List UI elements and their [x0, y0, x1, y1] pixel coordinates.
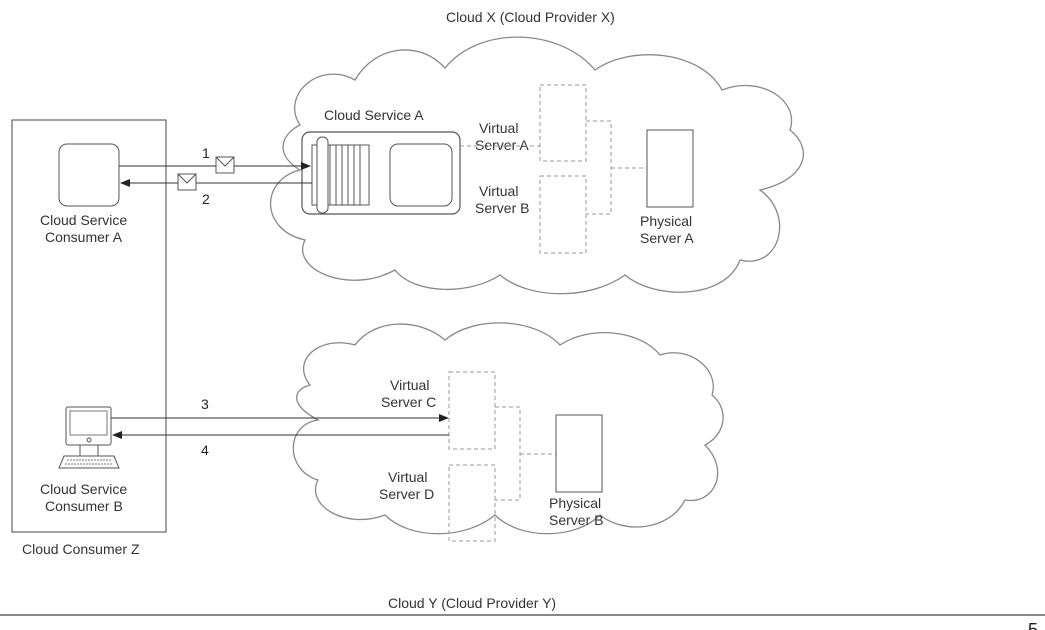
- vs-b-label-2: Server B: [475, 200, 529, 216]
- vs-d-label-2: Server D: [379, 486, 434, 502]
- message-icon-2: [177, 173, 197, 191]
- cloud-x-shape: [269, 36, 805, 295]
- virtual-server-d: [448, 464, 496, 542]
- message-icon-1: [215, 156, 235, 174]
- vs-a-label-2: Server A: [475, 137, 529, 153]
- arrow-label-1: 1: [202, 145, 210, 161]
- service-agent-icon: [311, 136, 370, 214]
- consumer-a-box: [58, 143, 120, 207]
- physical-server-b: [555, 414, 603, 493]
- consumer-a-label-1: Cloud Service: [40, 212, 127, 228]
- vs-d-label-1: Virtual: [388, 469, 427, 485]
- consumer-a-label-2: Consumer A: [45, 229, 123, 245]
- ps-a-label-1: Physical: [640, 213, 692, 229]
- computer-icon: [58, 406, 120, 469]
- vs-a-label-1: Virtual: [479, 120, 518, 136]
- vs-c-label-1: Virtual: [390, 377, 429, 393]
- consumer-b-label-1: Cloud Service: [40, 481, 127, 497]
- cloud-service-a-label: Cloud Service A: [324, 107, 424, 123]
- physical-server-a: [646, 129, 694, 208]
- vs-c-label-2: Server C: [381, 394, 436, 410]
- cloud-y-shape: [292, 322, 724, 535]
- arrow-label-2: 2: [202, 191, 210, 207]
- virtual-server-a: [539, 84, 587, 162]
- service-logic-box: [389, 143, 453, 207]
- virtual-server-c: [448, 371, 496, 450]
- arrow-label-3: 3: [201, 396, 209, 412]
- consumer-b-label-2: Consumer B: [45, 498, 123, 514]
- cloud-consumer-z: [11, 119, 167, 533]
- ps-b-label-2: Server B: [549, 512, 603, 528]
- cloud-x-title: Cloud X (Cloud Provider X): [446, 9, 615, 25]
- cloud-consumer-z-label: Cloud Consumer Z: [22, 541, 140, 557]
- page-number: 5: [1028, 620, 1039, 630]
- cloud-y-title: Cloud Y (Cloud Provider Y): [388, 595, 556, 611]
- ps-b-label-1: Physical: [549, 495, 601, 511]
- ps-a-label-2: Server A: [640, 230, 694, 246]
- arrow-label-4: 4: [201, 442, 209, 458]
- vs-b-label-1: Virtual: [479, 183, 518, 199]
